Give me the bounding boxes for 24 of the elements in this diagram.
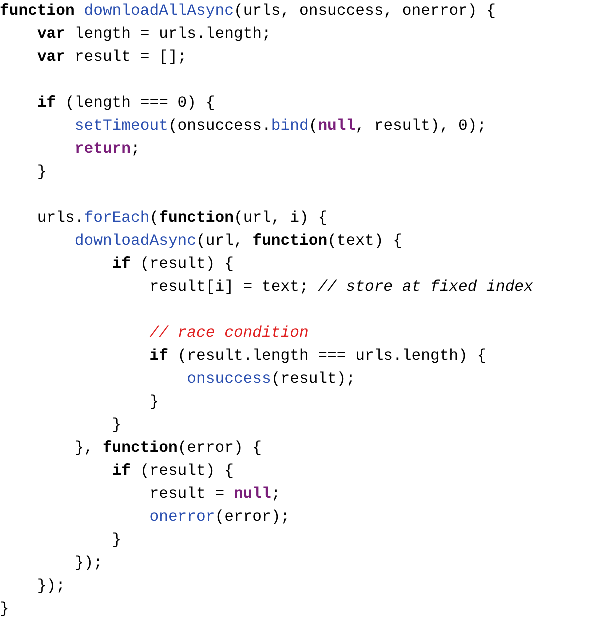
code-line: function downloadAllAsync(urls, onsuccess, onerror) { bbox=[0, 1, 496, 22]
code-line: } bbox=[0, 599, 10, 620]
code-line: if (result.length === urls.length) { bbox=[148, 346, 487, 367]
code-line: } bbox=[111, 530, 122, 551]
code-line: var result = []; bbox=[36, 47, 188, 68]
code-line: if (result) { bbox=[111, 254, 234, 275]
code-line: } bbox=[111, 415, 122, 436]
code-line: return; bbox=[74, 139, 140, 160]
code-line: // race condition bbox=[148, 323, 309, 344]
code-line: if (length === 0) { bbox=[36, 93, 216, 114]
code-line: } bbox=[148, 392, 160, 413]
code-line: }); bbox=[74, 553, 103, 574]
code-line: result[i] = text; // store at fixed index bbox=[148, 277, 534, 298]
code-line: downloadAsync(url, function(text) { bbox=[74, 231, 402, 252]
code-line: setTimeout(onsuccess.bind(null, result), 0); bbox=[74, 116, 487, 137]
code-line: onsuccess(result); bbox=[186, 369, 356, 390]
code-line: result = null; bbox=[148, 484, 281, 505]
code-line: }); bbox=[36, 576, 66, 597]
code-line: var length = urls.length; bbox=[36, 24, 272, 45]
code-line: } bbox=[36, 162, 47, 183]
code-line: urls.forEach(function(url, i) { bbox=[36, 208, 328, 229]
code-line: }, function(error) { bbox=[74, 438, 262, 459]
code-line: if (result) { bbox=[111, 461, 234, 482]
code-line: onerror(error); bbox=[148, 507, 290, 528]
